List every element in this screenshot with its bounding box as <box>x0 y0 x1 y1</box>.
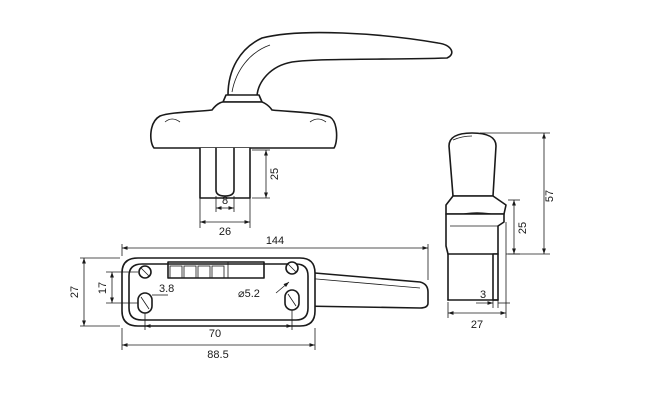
dim-hole-offset: 3.8 <box>159 283 174 295</box>
spindle-slot <box>215 147 235 197</box>
side-grip <box>448 132 497 197</box>
handle-rose <box>150 101 338 149</box>
dim-hole-pitch-vertical: 17 <box>97 282 109 294</box>
rose-detail-left <box>164 118 181 123</box>
mounting-hole-bottom-left <box>137 292 153 314</box>
dim-side-base-height: 25 <box>517 222 529 234</box>
dim-base-height: 27 <box>69 286 81 298</box>
top-view-handle <box>150 31 453 199</box>
mounting-hole-top-left <box>138 265 152 279</box>
handle-lever <box>227 31 453 97</box>
bottom-view-base <box>121 257 429 327</box>
gear-tooth <box>197 265 211 279</box>
mounting-hole-bottom-right <box>284 289 300 311</box>
side-view-dimensions: 57 25 3 27 <box>447 132 556 331</box>
dim-side-depth: 27 <box>471 319 483 331</box>
side-spindle <box>492 253 499 301</box>
base-plate-inner <box>128 263 309 321</box>
dim-slot-width: 8 <box>222 195 228 207</box>
top-view-dimensions: 25 8 26 <box>199 149 281 238</box>
mounting-hole-top-right <box>285 261 299 275</box>
handle-highlight <box>231 44 271 93</box>
side-grip-highlight <box>452 135 473 141</box>
gear-tooth <box>183 265 197 279</box>
bottom-view-dimensions: 144 27 17 3.8 ⌀5.2 70 88.5 <box>69 235 429 361</box>
dim-base-length: 88.5 <box>207 349 228 361</box>
dim-spindle-width: 26 <box>219 226 231 238</box>
handle-spindle <box>199 147 251 199</box>
lever-underside <box>299 271 429 309</box>
lever-edge <box>304 277 421 289</box>
side-collar <box>445 195 507 215</box>
handle-neck-ring <box>222 94 263 103</box>
side-base <box>445 213 505 255</box>
dim-total-length: 144 <box>266 235 284 247</box>
rose-detail-right <box>309 118 327 123</box>
gear-tooth <box>169 265 183 279</box>
dim-line-hole-diameter <box>275 281 290 294</box>
dim-side-spindle-offset: 3 <box>480 289 486 301</box>
gear-tooth <box>211 265 225 279</box>
side-view-handle <box>445 132 507 301</box>
dim-hole-diameter: ⌀5.2 <box>238 288 260 300</box>
dim-side-total-height: 57 <box>544 190 556 202</box>
dim-spindle-length: 25 <box>269 168 281 180</box>
dim-hole-pitch-horizontal: 70 <box>209 328 221 340</box>
